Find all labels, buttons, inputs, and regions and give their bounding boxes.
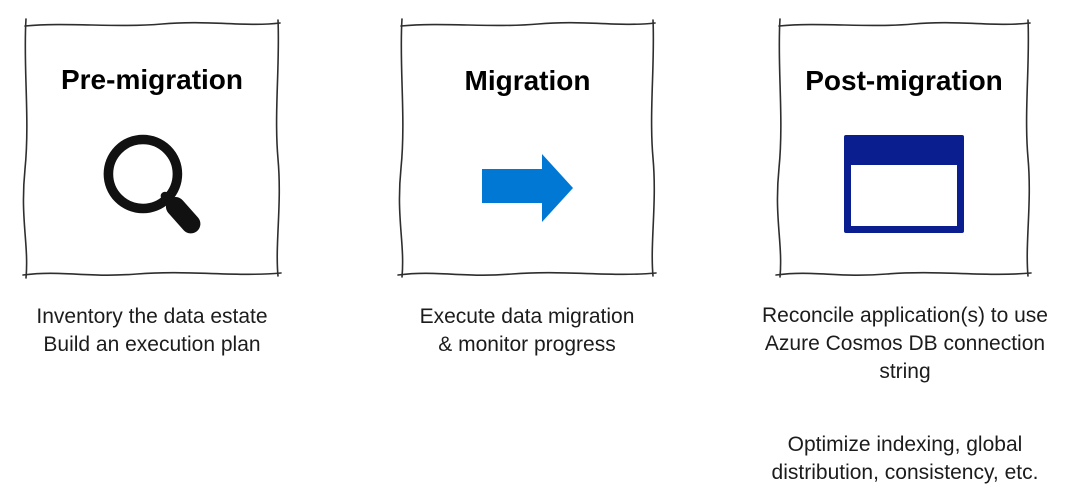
phase-title-post-migration: Post-migration [805,65,1003,96]
caption-line: distribution, consistency, etc. [771,461,1039,484]
caption-block: Reconcile application(s) to use Azure Co… [744,302,1066,386]
sketch-border [397,18,657,278]
caption-block: Optimize indexing, global distribution, … [744,431,1066,487]
caption-line: & monitor progress [438,333,616,356]
window-icon [844,135,964,233]
caption-migration: Execute data migration & monitor progres… [377,303,677,359]
phase-box-pre-migration: Pre-migration [22,18,282,279]
caption-line: Reconcile application(s) to use [762,304,1048,327]
arrow-right-icon [481,154,573,222]
caption-line: string [879,360,931,383]
phase-box-post-migration: Post-migration [775,18,1032,278]
magnifier-icon [103,134,200,234]
caption-line: Build an execution plan [43,333,261,356]
caption-post-migration: Reconcile application(s) to use Azure Co… [744,302,1066,487]
caption-pre-migration: Inventory the data estate Build an execu… [0,303,304,359]
caption-line: Optimize indexing, global [787,433,1023,456]
phase-box-migration: Migration [397,18,657,278]
phase-title-migration: Migration [464,65,591,96]
caption-line: Inventory the data estate [36,305,268,328]
caption-line: Azure Cosmos DB connection [764,332,1046,355]
phase-title-pre-migration: Pre-migration [60,64,244,95]
caption-line: Execute data migration [419,305,635,328]
